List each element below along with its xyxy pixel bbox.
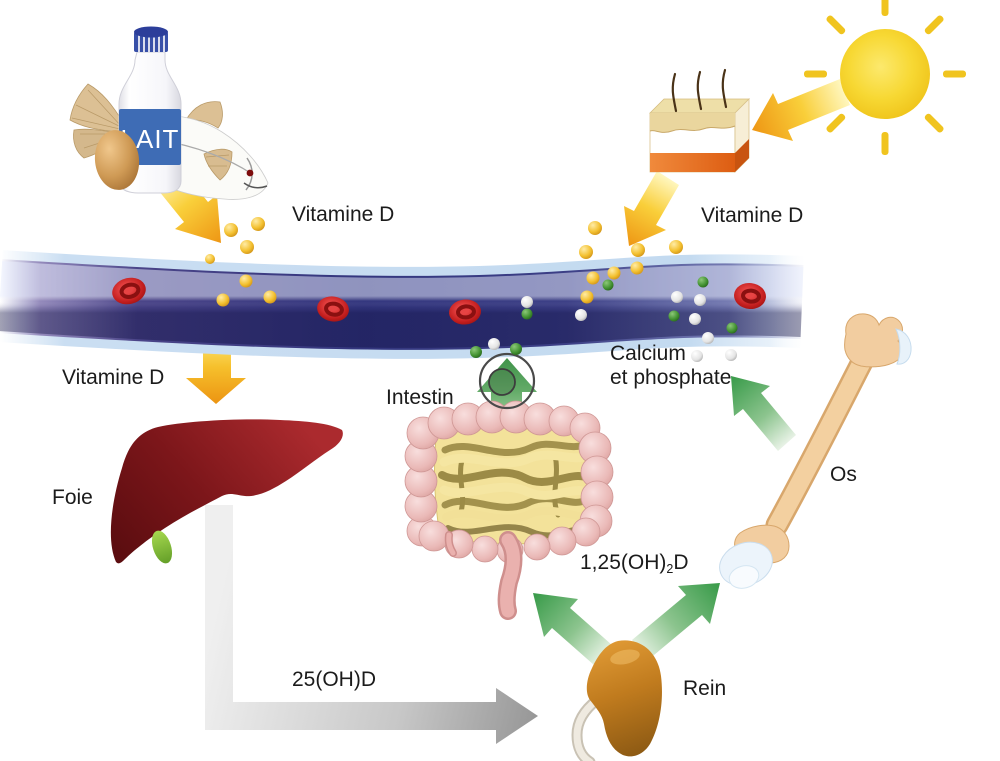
colon bbox=[404, 400, 614, 564]
absorption-circle-icon bbox=[478, 352, 536, 410]
red-blood-cell bbox=[317, 296, 349, 322]
label-125ohd: 1,25(OH)2D bbox=[580, 551, 689, 576]
label-vitamine-d-liver: Vitamine D bbox=[62, 366, 165, 389]
arrow-kidney-to-intestine bbox=[533, 593, 612, 665]
liver-icon bbox=[110, 419, 343, 564]
small-intestine-folds bbox=[438, 440, 593, 539]
label-rein: Rein bbox=[683, 677, 727, 700]
label-vitamine-d-food: Vitamine D bbox=[292, 203, 395, 226]
arrow-skin-to-vessel bbox=[624, 171, 679, 246]
arrow-kidney-to-bone bbox=[632, 583, 720, 660]
skin-hairs bbox=[671, 68, 728, 113]
red-blood-cell bbox=[449, 299, 481, 325]
gallbladder-icon bbox=[151, 530, 173, 564]
label-os: Os bbox=[830, 463, 857, 486]
bottle-cap bbox=[134, 26, 168, 38]
sun-icon bbox=[804, 0, 966, 155]
calcium-dots bbox=[521, 291, 737, 362]
fish-eye bbox=[246, 169, 254, 177]
label-foie: Foie bbox=[52, 486, 93, 509]
phosphate-dot bbox=[470, 346, 482, 358]
red-blood-cells bbox=[112, 277, 766, 325]
skin-icon bbox=[649, 68, 750, 173]
arrow-bone-to-vessel bbox=[731, 376, 796, 451]
arrow-sun-to-skin bbox=[752, 79, 850, 141]
red-blood-cell bbox=[112, 277, 146, 305]
label-intestin: Intestin bbox=[386, 386, 454, 409]
phosphate-dot bbox=[510, 343, 522, 355]
phosphate-dots bbox=[521, 276, 738, 334]
label-calcium-line1: Calcium bbox=[610, 342, 686, 365]
label-25ohd: 25(OH)D bbox=[292, 668, 377, 691]
calcium-dot bbox=[488, 338, 500, 350]
vitamin-d-dots bbox=[205, 217, 683, 307]
kidney-icon bbox=[571, 640, 662, 761]
egg-icon bbox=[94, 130, 140, 190]
red-blood-cell bbox=[734, 282, 766, 310]
arrow-liver-to-kidney bbox=[205, 505, 538, 744]
intestine-icon bbox=[404, 338, 614, 620]
label-calcium-phosphate: Calcium et phosphate bbox=[610, 342, 731, 389]
bone-icon bbox=[719, 313, 912, 589]
label-vitamine-d-skin: Vitamine D bbox=[701, 204, 804, 227]
label-calcium-line2: et phosphate bbox=[610, 365, 732, 389]
